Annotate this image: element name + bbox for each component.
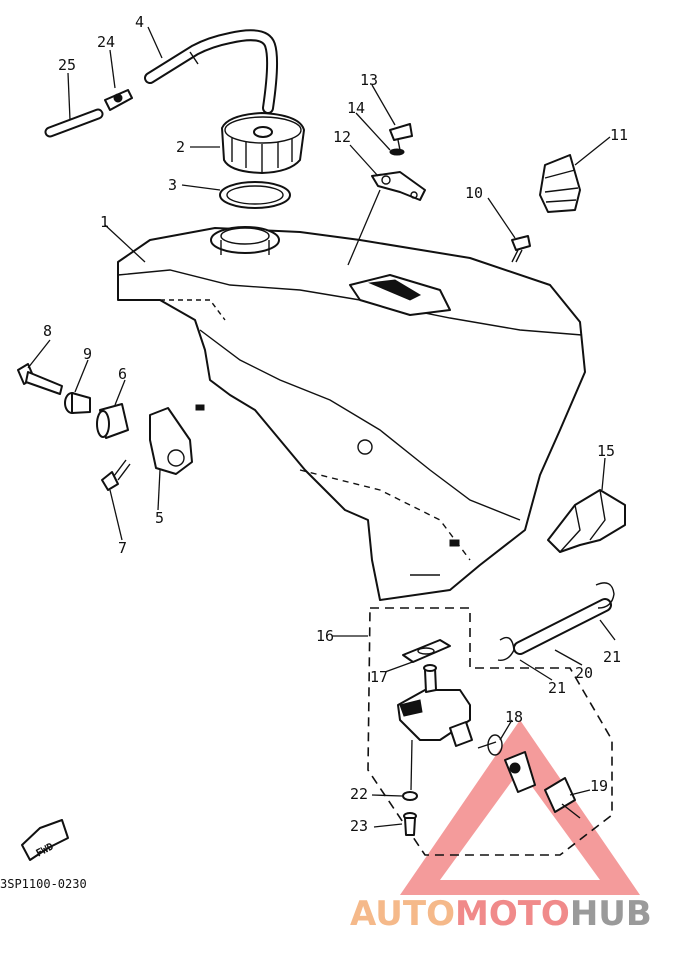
drawing-code: 3SP1100-0230 bbox=[0, 877, 87, 891]
watermark-auto: AUTO bbox=[350, 894, 455, 934]
lever-knob bbox=[504, 751, 536, 793]
o-ring-18 bbox=[487, 734, 503, 756]
bolt-8 bbox=[17, 363, 63, 395]
label-22: 22 bbox=[350, 785, 368, 803]
bracket-5 bbox=[149, 407, 193, 475]
label-8: 8 bbox=[43, 322, 52, 340]
label-14: 14 bbox=[347, 99, 365, 117]
label-13: 13 bbox=[360, 71, 378, 89]
label-10: 10 bbox=[465, 184, 483, 202]
label-18: 18 bbox=[505, 708, 523, 726]
breather-joint bbox=[104, 89, 133, 111]
label-19: 19 bbox=[590, 777, 608, 795]
washer-22 bbox=[402, 791, 418, 801]
leader-lines bbox=[27, 26, 616, 828]
fuel-tank bbox=[117, 226, 586, 601]
label-11: 11 bbox=[610, 126, 628, 144]
label-15: 15 bbox=[597, 442, 615, 460]
label-21-lower: 21 bbox=[548, 679, 566, 697]
pipe-20 bbox=[513, 598, 612, 655]
fuel-cock-body bbox=[397, 664, 471, 741]
watermark-triangle-logo bbox=[400, 720, 640, 895]
bolt-7 bbox=[101, 459, 131, 491]
label-3: 3 bbox=[168, 176, 177, 194]
damper-11 bbox=[539, 154, 581, 213]
breather-hose bbox=[44, 108, 104, 138]
watermark-moto: MOTO bbox=[455, 894, 570, 934]
damper-6 bbox=[96, 403, 129, 439]
label-2: 2 bbox=[176, 138, 185, 156]
fwd-arrow-icon bbox=[21, 819, 69, 861]
watermark-text: AUTOMOTOHUB bbox=[350, 894, 652, 934]
label-16: 16 bbox=[316, 627, 334, 645]
label-1: 1 bbox=[100, 213, 109, 231]
cap-gasket bbox=[219, 181, 291, 209]
label-12: 12 bbox=[333, 128, 351, 146]
label-4: 4 bbox=[135, 13, 144, 31]
label-17: 17 bbox=[370, 668, 388, 686]
bolt-13 bbox=[389, 123, 413, 151]
label-24: 24 bbox=[97, 33, 115, 51]
clip-21-upper bbox=[595, 582, 615, 609]
plate-19 bbox=[544, 777, 581, 819]
gasket-17 bbox=[402, 639, 451, 663]
washer-14 bbox=[389, 148, 405, 156]
label-7: 7 bbox=[118, 539, 127, 557]
clip-21-lower bbox=[497, 636, 515, 661]
watermark-hub: HUB bbox=[570, 894, 652, 934]
collar-9 bbox=[64, 392, 91, 414]
callout-labels: 1 2 3 4 5 6 7 8 9 10 11 12 13 14 15 16 1… bbox=[43, 13, 628, 835]
bracket-12 bbox=[371, 171, 426, 201]
label-25: 25 bbox=[58, 56, 76, 74]
label-9: 9 bbox=[83, 345, 92, 363]
label-20: 20 bbox=[575, 664, 593, 682]
label-5: 5 bbox=[155, 509, 164, 527]
lever-parts bbox=[449, 721, 497, 749]
fuel-hose bbox=[144, 29, 279, 114]
screw-10 bbox=[511, 235, 531, 263]
fuel-cock-assembly-outline bbox=[367, 607, 613, 856]
label-23: 23 bbox=[350, 817, 368, 835]
label-6: 6 bbox=[118, 365, 127, 383]
damper-15 bbox=[547, 489, 626, 553]
screw-23 bbox=[403, 812, 417, 836]
fuel-cap bbox=[221, 112, 305, 174]
label-21-upper: 21 bbox=[603, 648, 621, 666]
